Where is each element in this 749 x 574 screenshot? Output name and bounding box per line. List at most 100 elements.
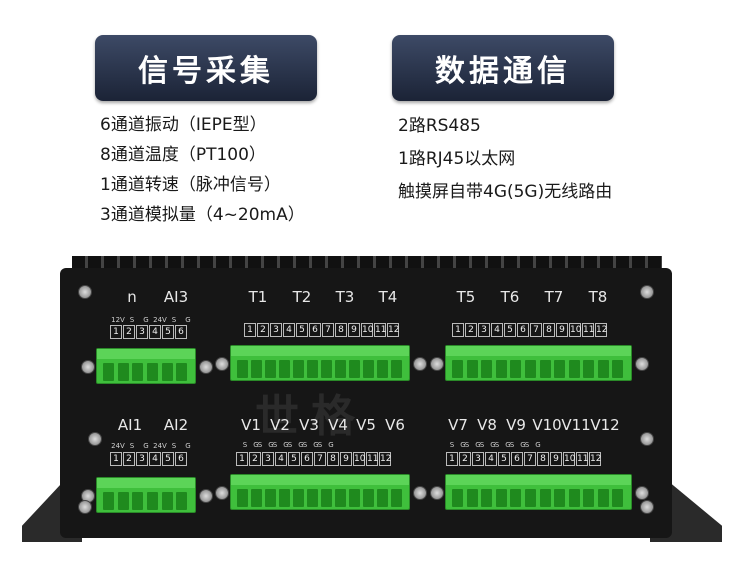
terminal-slot [132,363,144,381]
sg-bottom-right-g-1: G [475,441,481,449]
sub-top-left-2: G [143,316,149,324]
pin-9: 9 [348,323,360,337]
terminal-slot [524,489,536,507]
pin-5: 5 [498,452,510,466]
label-top-right-3: T8 [588,288,608,306]
signal-feature-speed: 1通道转速（脉冲信号） [100,175,281,195]
pin-10: 10 [361,323,374,337]
pin-8: 8 [327,452,339,466]
signal-feature-analog: 3通道模拟量（4~20mA） [100,205,305,225]
pin-2: 2 [123,325,135,339]
terminal-bottom-mid-screw-l [215,486,229,500]
terminal-cap [446,475,631,485]
pin-12: 12 [379,452,392,466]
signal-feature-vibration: 6通道振动（IEPE型） [100,115,267,135]
panel-screw-3 [640,500,654,514]
comm-feature-rs485: 2路RS485 [398,116,481,136]
terminal-slot [132,492,144,510]
terminal-bottom-right [445,474,632,510]
sg-bottom-mid-g-1: G [268,441,274,449]
label-bottom-mid-4: V5 [356,416,376,434]
terminal-slot [321,489,332,507]
pin-1: 1 [244,323,256,337]
label-bottom-mid-0: V1 [241,416,261,434]
pin-5: 5 [288,452,300,466]
terminal-slot [161,492,173,510]
terminal-slot [510,360,522,378]
pin-10: 10 [353,452,366,466]
terminal-top-left-screw-l [81,360,95,374]
sub-top-left-1: S [129,316,135,324]
pin-5: 5 [296,323,308,337]
sg-bottom-right-g-4: G [520,441,526,449]
label-bottom-right-3: V10 [532,416,562,434]
pin-7: 7 [314,452,326,466]
terminal-slot [307,489,318,507]
panel-screw-0 [78,285,92,299]
pin-12: 12 [595,323,608,337]
terminal-bottom-left [96,477,196,513]
terminal-slot [612,360,624,378]
terminal-slot [265,360,276,378]
sub-top-left-3: 24V [153,316,167,324]
terminal-slot [321,360,332,378]
label-bottom-mid-2: V3 [299,416,319,434]
terminal-slot [335,489,346,507]
pin-3: 3 [136,452,148,466]
pin-9: 9 [550,452,562,466]
terminal-slot [349,360,360,378]
pin-1: 1 [446,452,458,466]
pin-9: 9 [340,452,352,466]
sg-bottom-mid-s-0: S [242,441,248,449]
pin-2: 2 [249,452,261,466]
pin-8: 8 [537,452,549,466]
terminal-top-mid-screw-r [413,357,427,371]
pin-1: 1 [110,452,122,466]
terminal-slot [466,489,478,507]
terminal-slot [117,363,129,381]
terminal-slot [495,489,507,507]
terminal-slot [293,360,304,378]
terminal-slot [103,492,114,510]
sg-bottom-mid-g-4: G [313,441,319,449]
sg-bottom-right-s-2: S [479,441,485,449]
terminal-slot [363,489,374,507]
terminal-slot [554,360,566,378]
signal-acquisition-badge: 信号采集 [95,35,317,101]
terminal-slot [335,360,346,378]
pin-4: 4 [485,452,497,466]
pin-3: 3 [136,325,148,339]
pin-11: 11 [374,323,387,337]
terminal-slot [265,489,276,507]
sg-bottom-mid-s-3: S [287,441,293,449]
sub-bottom-left-4: S [171,442,177,450]
terminal-slot [176,363,188,381]
terminal-slot [466,360,478,378]
sg-bottom-mid-g-3: G [298,441,304,449]
pin-7: 7 [530,323,542,337]
sub-top-left-4: S [171,316,177,324]
label-bottom-mid-3: V4 [328,416,348,434]
pin-6: 6 [309,323,321,337]
sg-bottom-right-g-0: G [460,441,466,449]
sg-bottom-right-s-1: S [464,441,470,449]
terminal-slot [452,489,463,507]
pin-10: 10 [563,452,576,466]
terminal-bottom-mid [230,474,410,510]
label-bottom-right-4: V11 [561,416,591,434]
terminal-cap [231,346,409,356]
label-top-right-2: T7 [544,288,564,306]
sub-bottom-left-5: G [185,442,191,450]
pin-5: 5 [162,452,174,466]
pin-2: 2 [257,323,269,337]
terminal-slot [176,492,188,510]
pin-3: 3 [478,323,490,337]
terminal-slot [568,489,580,507]
terminal-slot [391,489,402,507]
terminal-slot [452,360,463,378]
terminal-slot [481,360,493,378]
terminal-bottom-left-screw-r [199,489,213,503]
